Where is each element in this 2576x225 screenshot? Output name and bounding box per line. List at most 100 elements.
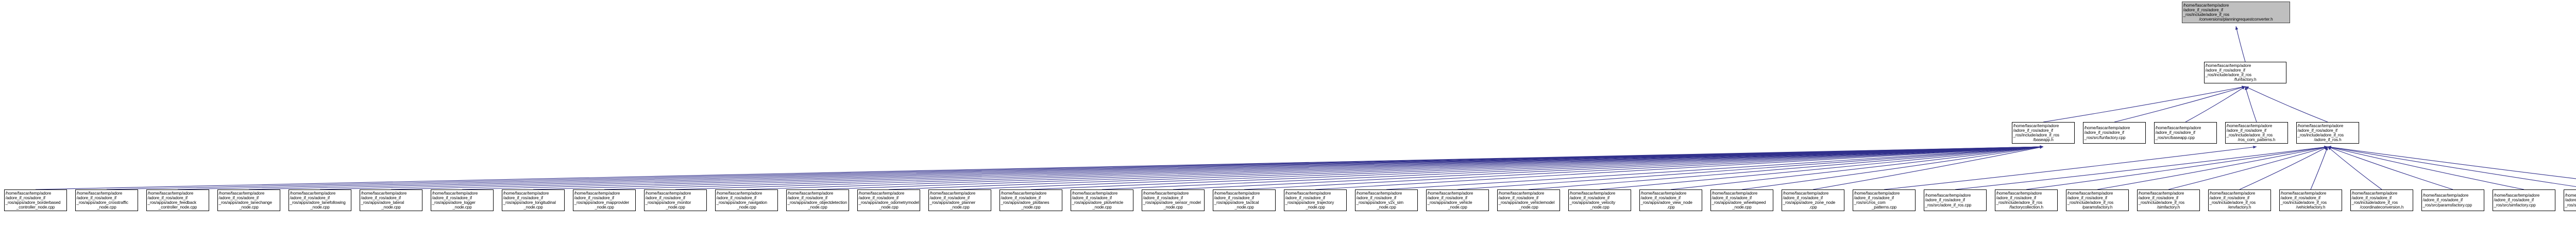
- graph-node-line: /adore_if_ros/adore_if: [1285, 195, 1326, 200]
- graph-node[interactable]: /home/fascar/temp/adore/adore_if_ros/ado…: [715, 189, 778, 211]
- graph-node-line: /home/fascar/temp/adore: [2209, 191, 2256, 196]
- graph-node-line: /adore_if_ros/adore_if: [503, 195, 544, 200]
- graph-node-line: /adore_if_ros/adore_if: [361, 195, 401, 200]
- graph-node[interactable]: /home/fascar/temp/adore/adore_if_ros/ado…: [2279, 189, 2342, 211]
- graph-node-line: _node.cpp: [1021, 205, 1041, 210]
- graph-node[interactable]: /home/fascar/temp/adore/adore_if_ros/ado…: [431, 189, 494, 211]
- graph-node-line: .cpp: [1809, 205, 1817, 210]
- graph-node[interactable]: /home/fascar/temp/adore/adore_if_ros/ado…: [2350, 189, 2413, 211]
- graph-node[interactable]: /home/fascar/temp/adore/adore_if_ros/ado…: [2083, 122, 2146, 144]
- graph-node-line: /adore_if_ros/adore_if: [2067, 195, 2108, 200]
- graph-node[interactable]: /home/fascar/temp/adore/adore_if_ros/ado…: [1853, 189, 1916, 211]
- graph-node[interactable]: /home/fascar/temp/adore/adore_if_ros/ado…: [4, 189, 67, 211]
- graph-node[interactable]: /home/fascar/temp/adore/adore_if_ros/ado…: [75, 189, 138, 211]
- graph-node[interactable]: /home/fascar/temp/adore/adore_if_ros/ado…: [999, 189, 1062, 211]
- graph-node[interactable]: /home/fascar/temp/adore/adore_if_ros/ado…: [2137, 189, 2200, 211]
- graph-node-line: /adore_if_ros/adore_if: [1854, 195, 1894, 200]
- graph-node[interactable]: /home/fascar/temp/adore/adore_if_ros/ado…: [1924, 189, 1987, 211]
- graph-node-line: _node.cpp: [737, 205, 756, 210]
- graph-node-line: _ros/include/adore_if_ros: [2351, 200, 2398, 205]
- graph-node-line: _ros/src/envfactory.cpp: [2565, 202, 2576, 207]
- graph-node[interactable]: /home/fascar/temp/adore/adore_if_ros/ado…: [2296, 122, 2359, 144]
- graph-node[interactable]: /home/fascar/temp/adore/adore_if_ros/ado…: [1568, 189, 1631, 211]
- graph-node-line: _ros/include/adore_if_ros: [2183, 12, 2230, 17]
- graph-node[interactable]: /home/fascar/temp/adore/adore_if_ros/ado…: [786, 189, 849, 211]
- graph-node-line: /adore_if_ros/adore_if: [2226, 128, 2267, 133]
- graph-node[interactable]: /home/fascar/temp/adore/adore_if_ros/ado…: [928, 189, 991, 211]
- graph-node-line: _ros/include/adore_if_ros: [2226, 133, 2273, 137]
- graph-node[interactable]: /home/fascar/temp/adore/adore_if_ros/ado…: [1142, 189, 1205, 211]
- graph-node[interactable]: /home/fascar/temp/adore/adore_if_ros/ado…: [2564, 189, 2576, 211]
- graph-node[interactable]: /home/fascar/temp/adore/adore_if_ros/ado…: [1426, 189, 1489, 211]
- graph-node-line: /home/fascar/temp/adore: [1854, 191, 1900, 196]
- graph-node-line: _ros/apps/adore_velocity: [1569, 200, 1616, 205]
- graph-node-root[interactable]: /home/fascar/temp/adore/adore_if_ros/ado…: [2182, 2, 2290, 23]
- graph-node[interactable]: /home/fascar/temp/adore/adore_if_ros/ado…: [1497, 189, 1560, 211]
- graph-node[interactable]: /home/fascar/temp/adore/adore_if_ros/ado…: [2225, 122, 2288, 144]
- graph-edge: [1599, 145, 2044, 190]
- graph-edge: [462, 145, 2044, 190]
- graph-node-line: _node.cpp: [1519, 205, 1538, 210]
- graph-edge: [1812, 146, 2044, 190]
- graph-node-line: /home/fascar/temp/adore: [2422, 193, 2469, 198]
- graph-node-line: _ros/apps/adore_mapprovider: [574, 200, 630, 205]
- graph-edge: [817, 145, 2044, 190]
- graph-node[interactable]: /home/fascar/temp/adore/adore_if_ros/ado…: [2012, 122, 2075, 144]
- graph-edge: [106, 145, 2044, 190]
- graph-edge: [2327, 146, 2382, 190]
- graph-node-line: /home/fascar/temp/adore: [1711, 191, 1758, 196]
- graph-node[interactable]: /home/fascar/temp/adore/adore_if_ros/ado…: [1782, 189, 1844, 211]
- graph-node[interactable]: /home/fascar/temp/adore/adore_if_ros/ado…: [289, 189, 351, 211]
- graph-node[interactable]: /home/fascar/temp/adore/adore_if_ros/ado…: [857, 189, 920, 211]
- graph-node-line: _ros/apps/adore_logger: [432, 200, 476, 205]
- graph-node[interactable]: /home/fascar/temp/adore/adore_if_ros/ado…: [2204, 62, 2286, 83]
- graph-node[interactable]: /home/fascar/temp/adore/adore_if_ros/ado…: [2066, 189, 2129, 211]
- graph-node-line: _node.cpp: [1448, 205, 1467, 210]
- graph-node-line: /adore_if_ros/adore_if: [929, 195, 970, 200]
- graph-node-line: _ros/apps/adore_view_node: [1640, 200, 1692, 205]
- graph-node-line: /home/fascar/temp/adore: [1427, 191, 1473, 196]
- graph-node-line: _ros/apps/adore_navigation: [716, 200, 768, 205]
- graph-node[interactable]: /home/fascar/temp/adore/adore_if_ros/ado…: [1071, 189, 1133, 211]
- graph-node-line: /adore_if_ros/adore_if: [2422, 198, 2463, 203]
- graph-edge: [2043, 85, 2246, 123]
- graph-node[interactable]: /home/fascar/temp/adore/adore_if_ros/ado…: [1284, 189, 1347, 211]
- graph-node-line: _ros/include/adore_if_ros: [2138, 200, 2185, 205]
- graph-node[interactable]: /home/fascar/temp/adore/adore_if_ros/ado…: [502, 189, 565, 211]
- graph-node[interactable]: /home/fascar/temp/adore/adore_if_ros/ado…: [2493, 189, 2555, 211]
- graph-edge: [675, 145, 2044, 190]
- graph-node-line: _ros/apps/adore_vehiclemodel: [1498, 200, 1555, 205]
- graph-node-line: /adore_if_ros/adore_if: [2280, 195, 2321, 200]
- graph-node-line: /home/fascar/temp/adore: [2297, 123, 2344, 128]
- graph-edge: [1457, 145, 2044, 190]
- graph-node-line: _node.cpp: [452, 205, 472, 210]
- graph-node[interactable]: /home/fascar/temp/adore/adore_if_ros/ado…: [1355, 189, 1418, 211]
- graph-node[interactable]: /home/fascar/temp/adore/adore_if_ros/ado…: [573, 189, 636, 211]
- graph-node[interactable]: /home/fascar/temp/adore/adore_if_ros/ado…: [146, 189, 209, 211]
- graph-node[interactable]: /home/fascar/temp/adore/adore_if_ros/ado…: [2208, 189, 2271, 211]
- graph-node-line: /adore_if_ros/adore_if: [2494, 198, 2534, 203]
- graph-node-line: /adore_if_ros/adore_if: [1214, 195, 1255, 200]
- graph-node-line: _node.cpp: [879, 205, 899, 210]
- graph-node[interactable]: /home/fascar/temp/adore/adore_if_ros/ado…: [217, 189, 280, 211]
- graph-node-line: /home/fascar/temp/adore: [1072, 191, 1118, 196]
- graph-node-line: /adore_if_ros/adore_if: [716, 195, 757, 200]
- graph-node-line: /home/fascar/temp/adore: [2205, 63, 2251, 68]
- graph-node[interactable]: /home/fascar/temp/adore/adore_if_ros/ado…: [644, 189, 707, 211]
- graph-node-line: _ros/src/paramsfactory.cpp: [2422, 202, 2472, 207]
- graph-node-line: _node.cpp: [1377, 205, 1396, 210]
- graph-node[interactable]: /home/fascar/temp/adore/adore_if_ros/ado…: [1639, 189, 1702, 211]
- graph-node[interactable]: /home/fascar/temp/adore/adore_if_ros/ado…: [1995, 189, 2058, 211]
- graph-node[interactable]: /home/fascar/temp/adore/adore_if_ros/ado…: [1213, 189, 1276, 211]
- graph-node-line: /adore_if_ros/adore_if: [1996, 195, 2037, 200]
- graph-node-line: _ros/apps/adore_sensor_model: [1143, 200, 1201, 205]
- graph-node-line: /adore_if_ros.h: [2314, 137, 2342, 143]
- graph-edge: [391, 145, 2044, 190]
- graph-node[interactable]: /home/fascar/temp/adore/adore_if_ros/ado…: [1710, 189, 1773, 211]
- graph-node-line: /home/fascar/temp/adore: [2084, 126, 2130, 131]
- graph-node[interactable]: /home/fascar/temp/adore/adore_if_ros/ado…: [2421, 189, 2484, 211]
- graph-node[interactable]: /home/fascar/temp/adore/adore_if_ros/ado…: [360, 189, 422, 211]
- graph-edge: [1315, 145, 2044, 190]
- graph-node[interactable]: /home/fascar/temp/adore/adore_if_ros/ado…: [2154, 122, 2217, 144]
- graph-node-line: _node.cpp: [239, 205, 259, 210]
